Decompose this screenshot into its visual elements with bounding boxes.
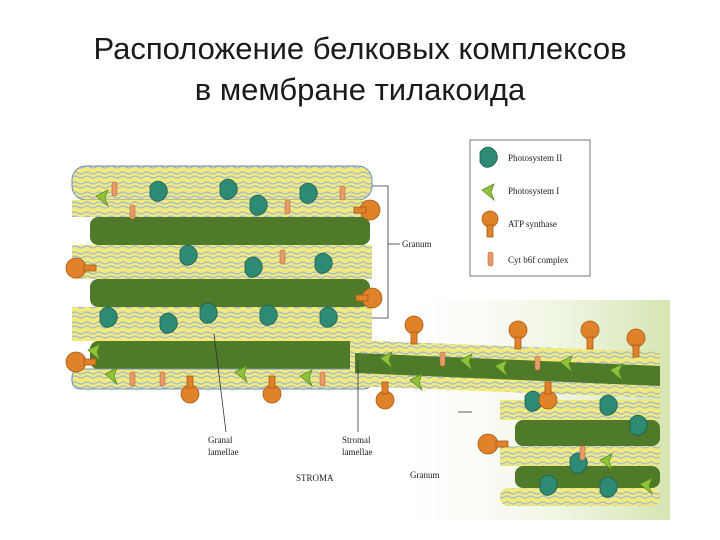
legend-label-photosystem-i: Photosystem I bbox=[508, 186, 559, 196]
membrane-2 bbox=[72, 200, 372, 217]
cyt-b6f-complex-icon bbox=[130, 372, 135, 386]
label-granum-right: Granum bbox=[402, 239, 432, 249]
lumen-3 bbox=[90, 341, 360, 369]
legend-label-photosystem-ii: Photosystem II bbox=[508, 153, 562, 163]
label-granal-lamellae-2: lamellae bbox=[208, 447, 238, 457]
cyt-b6f-complex-icon bbox=[130, 205, 135, 219]
label-granum-bottom: Granum bbox=[410, 470, 440, 480]
cyt-b6f-complex-icon bbox=[440, 352, 445, 366]
label-granal-lamellae-1: Granal bbox=[208, 435, 233, 445]
cyt-b6f-complex-icon bbox=[340, 186, 345, 200]
membrane-7 bbox=[72, 369, 372, 389]
legend: Photosystem II Photosystem I ATP synthas… bbox=[470, 140, 590, 276]
cyt-b6f-complex-icon bbox=[320, 372, 325, 386]
lumen-1 bbox=[90, 217, 370, 245]
legend-label-cyt-b6f: Cyt b6f complex bbox=[508, 255, 569, 265]
cyt-b6f-complex-icon bbox=[112, 182, 117, 196]
label-stromal-lamellae-2: lamellae bbox=[342, 447, 372, 457]
lumen-2 bbox=[90, 279, 370, 307]
cyt-b6f-complex-icon bbox=[488, 252, 493, 266]
cyt-b6f-complex-icon bbox=[535, 356, 540, 370]
cyt-b6f-complex-icon bbox=[580, 446, 585, 460]
cyt-b6f-complex-icon bbox=[160, 372, 165, 386]
cyt-b6f-complex-icon bbox=[280, 250, 285, 264]
legend-label-atp-synthase: ATP synthase bbox=[508, 219, 557, 229]
label-stromal-lamellae-1: Stromal bbox=[342, 435, 371, 445]
label-stroma: STROMA bbox=[296, 473, 334, 483]
cyt-b6f-complex-icon bbox=[285, 200, 290, 214]
granum-stack bbox=[72, 166, 372, 389]
